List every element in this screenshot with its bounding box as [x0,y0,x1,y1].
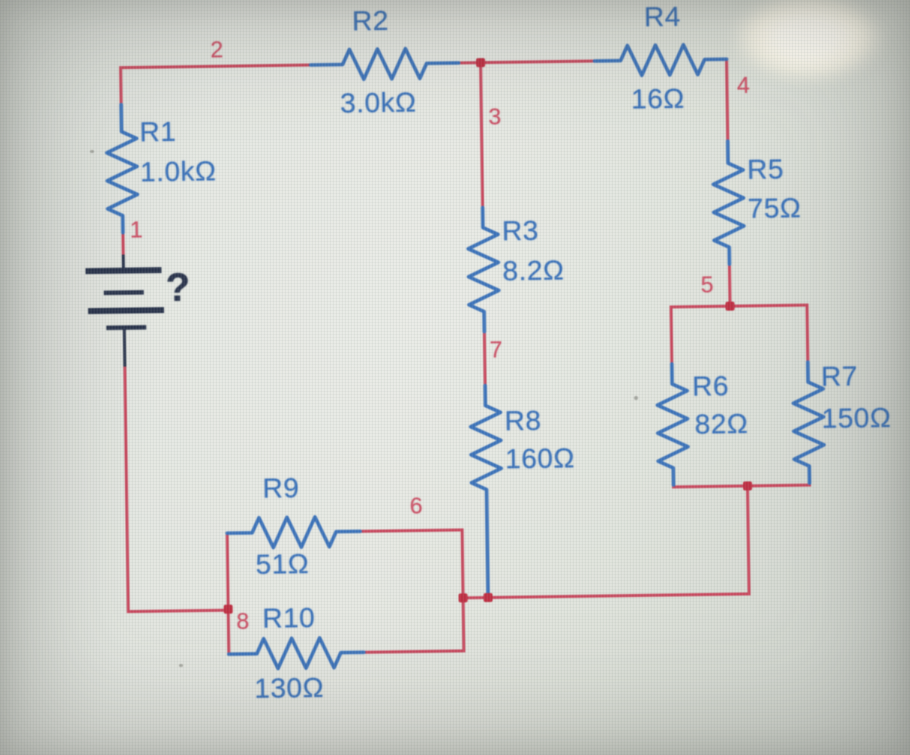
r2-label: R2 [351,4,390,37]
junction-dot [458,593,468,603]
node-label-3: 3 [488,103,502,130]
r6-value: 82Ω [694,407,749,440]
r4-value: 16Ω [630,82,685,115]
junction-dot [223,604,233,614]
r10-value: 130Ω [254,671,325,704]
r1-value: 1.0kΩ [139,155,217,188]
dust-speck [634,396,638,400]
node-label-2: 2 [210,36,224,63]
node-label-5: 5 [700,271,714,298]
r3-label: R3 [501,214,539,247]
r7-label: R7 [820,360,859,392]
battery-bottom-lead [122,327,127,367]
node-label-1: 1 [129,216,143,243]
battery-value-label: ? [165,265,191,311]
resistor-R4-symbol[interactable] [592,42,729,78]
r9-label: R9 [262,472,300,504]
resistor-R10-symbol[interactable] [227,636,366,671]
resistor-R6-symbol[interactable] [655,362,690,487]
r3-value: 8.2Ω [502,254,565,287]
dust-speck [179,664,183,667]
battery-plate-long-1 [85,267,162,275]
r5-value: 75Ω [747,192,802,224]
battery-plate-long-2 [87,307,165,315]
dust-speck [90,150,94,153]
junction-dot [476,58,486,68]
camera-glare [708,0,908,96]
resistor-R8-symbol[interactable] [468,383,504,600]
r9-value: 51Ω [255,548,310,580]
r8-label: R8 [504,404,542,437]
resistor-R5-symbol[interactable] [711,139,746,266]
r1-label: R1 [139,115,177,148]
resistor-R7-symbol[interactable] [791,360,826,485]
node-label-6: 6 [409,492,423,519]
resistor-R3-symbol[interactable] [466,205,501,334]
r8-value: 160Ω [504,442,576,475]
junction-dot [743,481,753,491]
r5-label: R5 [746,153,785,185]
resistor-R9-symbol[interactable] [225,515,362,550]
resistor-R2-symbol[interactable] [308,46,461,82]
battery-plate-short-2 [106,325,147,331]
resistor-R1-symbol[interactable] [105,102,140,235]
r7-value: 150Ω [821,401,892,434]
node-label-8: 8 [236,607,250,635]
r2-value: 3.0kΩ [339,86,417,119]
junction-dots [223,58,753,614]
r10-label: R10 [262,601,316,634]
junction-dot [725,301,735,311]
node-label-7: 7 [489,336,503,363]
r6-label: R6 [691,370,730,402]
junction-dot [483,593,493,603]
r4-label: R4 [643,0,681,33]
battery-symbol[interactable] [85,254,165,367]
wire-red-net [119,57,812,656]
battery-plate-short-1 [103,290,144,296]
